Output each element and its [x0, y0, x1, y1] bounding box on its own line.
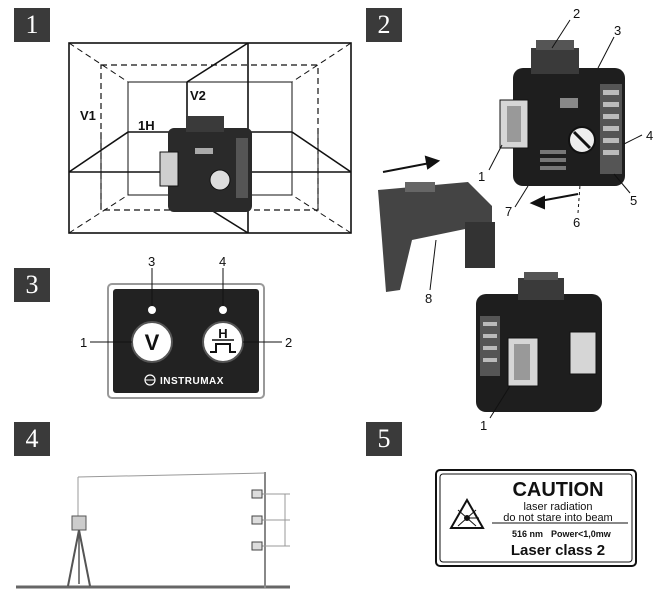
figure-3-control-panel: [107, 283, 265, 399]
brand-name: INSTRUMAX: [160, 376, 224, 387]
figure-2-mounting-bracket: [378, 182, 495, 292]
callout-2-8: 8: [425, 291, 432, 306]
figure-number-1: 1: [14, 8, 50, 42]
label-v2: V2: [190, 88, 206, 103]
callout-2-1: 1: [478, 169, 485, 184]
callout-3-3: 3: [148, 254, 155, 269]
figure-3-callout-lines: [90, 268, 282, 343]
figure-2-laser-device: [499, 40, 625, 186]
figure-number-5: 5: [366, 422, 402, 456]
callout-bottom-1: 1: [480, 418, 487, 433]
callout-line-bottom: [489, 385, 511, 419]
figure-number-4: 4: [14, 422, 50, 456]
callout-2-2: 2: [573, 6, 580, 21]
caution-line-1: laser radiation: [523, 501, 592, 513]
button-v-label: V: [145, 330, 160, 355]
callout-3-4: 4: [219, 254, 226, 269]
callout-2-4: 4: [646, 128, 653, 143]
figure-2-arrows: [382, 155, 579, 210]
caution-wavelength: 516 nm: [512, 529, 543, 539]
callout-3-1: 1: [80, 335, 87, 350]
callout-3-2: 2: [285, 335, 292, 350]
label-1h: 1H: [138, 118, 155, 133]
caution-label: [435, 469, 637, 567]
figure-1-laser-device: [159, 116, 252, 212]
caution-power: Power<1,0mw: [551, 529, 612, 539]
button-h-label: H: [218, 326, 227, 341]
label-v1: V1: [80, 108, 96, 123]
figure-1-room-diagram: [68, 42, 352, 234]
figure-number-2: 2: [366, 8, 402, 42]
figure-2-laser-device-rear: [476, 272, 602, 412]
caution-line-2: do not stare into beam: [503, 512, 612, 524]
caution-title: CAUTION: [512, 479, 603, 501]
figure-2-callout-lines: [429, 19, 643, 291]
figure-4-tripod-diagram: [16, 472, 290, 589]
callout-2-5: 5: [630, 193, 637, 208]
brand-logo-icon: [144, 374, 156, 386]
callout-2-3: 3: [614, 23, 621, 38]
callout-2-7: 7: [505, 204, 512, 219]
caution-class: Laser class 2: [511, 542, 605, 559]
figure-number-3: 3: [14, 268, 50, 302]
callout-2-6: 6: [573, 215, 580, 230]
